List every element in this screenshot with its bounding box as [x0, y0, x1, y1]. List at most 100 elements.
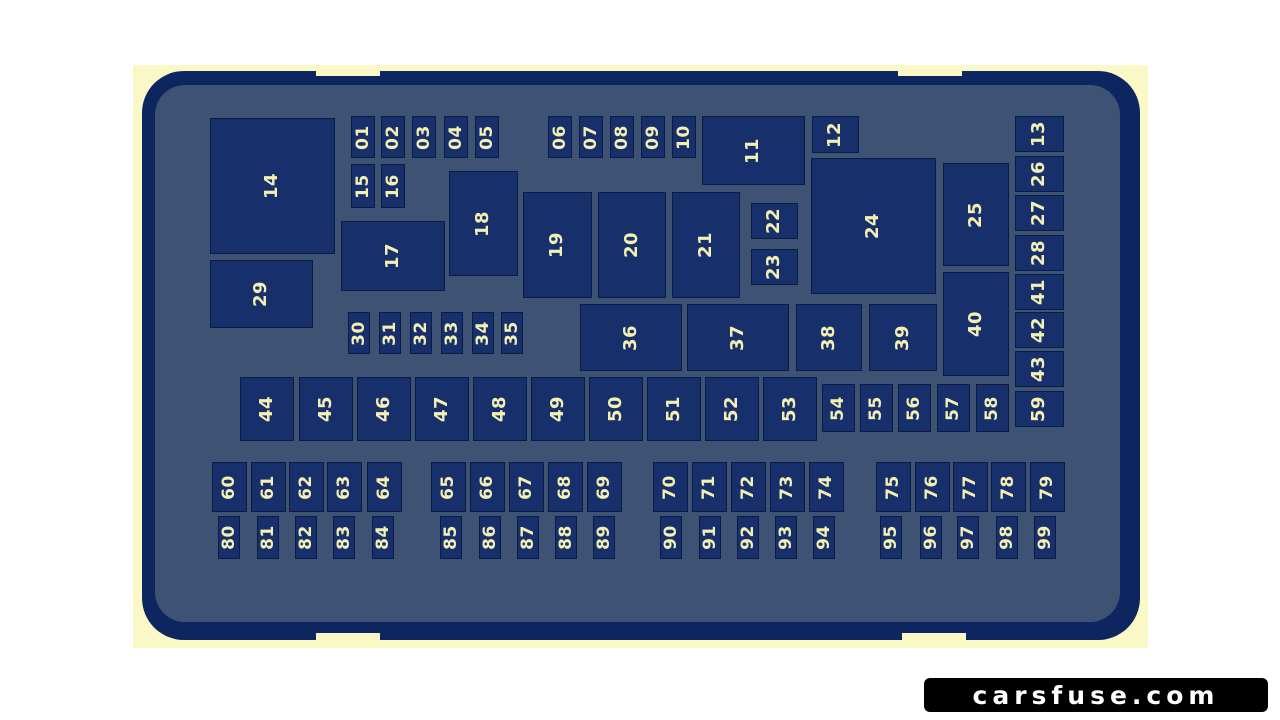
fuse-37: 37	[687, 304, 789, 371]
fuse-13: 13	[1015, 116, 1064, 152]
fuse-label: 93	[775, 525, 796, 550]
fuse-42: 42	[1015, 312, 1064, 348]
fuse-72: 72	[731, 462, 766, 512]
fuse-33: 33	[441, 312, 463, 354]
fuse-label: 72	[737, 474, 758, 500]
fuse-label: 74	[815, 474, 836, 500]
fuse-36: 36	[580, 304, 682, 371]
fuse-label: 22	[763, 207, 785, 235]
fuse-label: 78	[997, 474, 1018, 500]
fuse-25: 25	[943, 163, 1009, 266]
fuse-63: 63	[327, 462, 362, 512]
fuse-66: 66	[470, 462, 505, 512]
fuse-label: 70	[659, 474, 680, 500]
fuse-91: 91	[699, 516, 721, 559]
fuse-label: 32	[410, 320, 431, 346]
fuse-58: 58	[976, 384, 1009, 432]
fuse-label: 57	[942, 395, 963, 421]
fuse-label: 36	[620, 324, 641, 351]
fuse-label: 54	[827, 395, 848, 421]
fuse-label: 17	[382, 242, 403, 270]
fuse-46: 46	[357, 377, 411, 441]
fuse-14: 14	[210, 118, 335, 254]
fuse-09: 09	[641, 116, 665, 158]
fuse-label: 81	[257, 525, 278, 550]
fuse-label: 67	[515, 474, 536, 500]
fuse-label: 55	[865, 395, 886, 421]
fuse-93: 93	[775, 516, 797, 559]
fuse-76: 76	[915, 462, 950, 512]
fuse-label: 71	[698, 474, 719, 500]
fuse-label: 08	[611, 124, 632, 150]
fuse-label: 49	[547, 395, 568, 423]
housing-clip-top-left	[316, 66, 380, 76]
fuse-06: 06	[548, 116, 572, 158]
fuse-label: 63	[333, 474, 354, 500]
fuse-56: 56	[898, 384, 931, 432]
fuse-22: 22	[751, 203, 798, 239]
fuse-16: 16	[381, 164, 405, 208]
fuse-label: 90	[660, 525, 681, 550]
fuse-44: 44	[240, 377, 294, 441]
fuse-label: 24	[862, 212, 884, 240]
fuse-69: 69	[587, 462, 622, 512]
fuse-12: 12	[812, 116, 859, 153]
fuse-label: 19	[546, 231, 568, 259]
fuse-label: 42	[1028, 316, 1050, 344]
fuse-label: 11	[742, 137, 764, 164]
fuse-label: 91	[699, 525, 720, 550]
fuse-label: 76	[921, 474, 942, 500]
fuse-label: 46	[373, 395, 394, 423]
watermark-badge: carsfuse.com	[924, 678, 1268, 712]
fuse-88: 88	[555, 516, 577, 559]
fuse-30: 30	[348, 312, 370, 354]
fuse-label: 03	[413, 124, 434, 150]
fuse-08: 08	[610, 116, 634, 158]
fuse-label: 61	[257, 474, 278, 500]
fuse-18: 18	[449, 171, 518, 276]
fuse-label: 26	[1028, 160, 1050, 188]
fuse-50: 50	[589, 377, 643, 441]
fuse-label: 98	[996, 525, 1017, 550]
fuse-label: 30	[348, 320, 369, 346]
fuse-label: 06	[549, 124, 570, 150]
fuse-20: 20	[598, 192, 666, 298]
fuse-60: 60	[212, 462, 247, 512]
fuse-89: 89	[593, 516, 615, 559]
fuse-label: 85	[440, 525, 461, 550]
fuse-15: 15	[351, 164, 375, 208]
fuse-10: 10	[672, 116, 696, 158]
fuse-label: 37	[727, 324, 748, 351]
fuse-34: 34	[472, 312, 494, 354]
fuse-67: 67	[509, 462, 544, 512]
fuse-label: 87	[517, 525, 538, 550]
fuse-11: 11	[702, 116, 805, 185]
fuse-64: 64	[367, 462, 402, 512]
fuse-01: 01	[351, 116, 375, 158]
fuse-label: 39	[892, 324, 913, 351]
fuse-35: 35	[501, 312, 523, 354]
fuse-61: 61	[251, 462, 286, 512]
fuse-label: 92	[737, 525, 758, 550]
fuse-label: 20	[621, 231, 642, 259]
fuse-27: 27	[1015, 195, 1064, 231]
fuse-90: 90	[660, 516, 682, 559]
fuse-label: 45	[315, 395, 336, 423]
fuse-28: 28	[1015, 235, 1064, 271]
fuse-label: 65	[437, 474, 458, 500]
fuse-label: 56	[903, 395, 924, 421]
fuse-70: 70	[653, 462, 688, 512]
fuse-label: 10	[673, 124, 694, 150]
fuse-label: 47	[431, 395, 452, 423]
fuse-68: 68	[548, 462, 583, 512]
fuse-45: 45	[299, 377, 353, 441]
fuse-81: 81	[257, 516, 279, 559]
fuse-label: 48	[489, 395, 510, 423]
fuse-59: 59	[1015, 391, 1064, 427]
fuse-label: 41	[1028, 278, 1050, 306]
fuse-47: 47	[415, 377, 469, 441]
fuse-53: 53	[763, 377, 817, 441]
housing-clip-bottom-right	[902, 633, 966, 647]
fuse-79: 79	[1030, 462, 1065, 512]
housing-clip-top-right	[898, 66, 962, 76]
